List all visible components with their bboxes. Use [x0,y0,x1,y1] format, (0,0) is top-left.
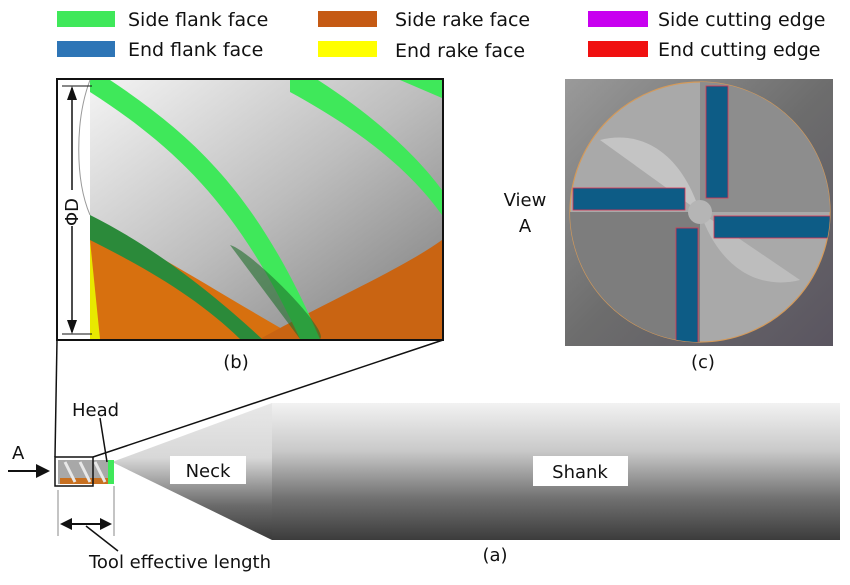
legend-item-side-rake-face: Side rake face [318,9,530,31]
legend: Side flank face Side rake face Side cutt… [57,9,825,62]
legend-item-end-rake-face: End rake face [318,40,525,62]
view-arrow-label: A [12,443,25,464]
shank-label: Shank [552,462,608,483]
legend-label: Side rake face [395,9,530,31]
legend-swatch [588,41,648,57]
legend-item-side-flank-face: Side flank face [57,9,268,31]
legend-item-end-flank-face: End flank face [57,39,263,61]
legend-swatch [318,41,377,57]
legend-swatch [318,11,377,27]
panel-b-frame [56,78,444,341]
legend-swatch [57,41,115,57]
effective-length-label: Tool effective length [88,552,271,573]
diameter-label: ΦD [62,198,83,226]
panel-c-caption: (c) [691,352,715,373]
legend-label: End flank face [128,39,263,61]
legend-label: Side flank face [128,9,268,31]
head-zoom-box [54,456,94,487]
panel-c-end-view: View A (c) [504,79,833,373]
legend-item-end-cutting-edge: End cutting edge [588,39,820,61]
head-label: Head [72,400,119,421]
panel-b-head-closeup: ΦD (b) [56,78,444,373]
diameter-dimension: ΦD [62,85,92,335]
view-label-letter: A [519,216,532,237]
legend-swatch [57,11,115,27]
legend-label: End cutting edge [658,39,820,61]
panel-a-caption: (a) [482,545,507,566]
legend-label: End rake face [395,40,525,62]
panel-a-tool: Head Neck Shank A Tool effective length … [8,339,840,573]
legend-label: Side cutting edge [658,9,825,31]
head-leader [99,417,108,463]
view-a-arrow: A [8,443,50,478]
panel-b-caption: (b) [223,352,248,373]
neck-label: Neck [186,461,231,482]
legend-swatch [588,11,648,27]
view-label: View [504,190,547,211]
tool-head [58,460,114,484]
effective-length-dimension: Tool effective length [57,486,271,573]
legend-item-side-cutting-edge: Side cutting edge [588,9,825,31]
